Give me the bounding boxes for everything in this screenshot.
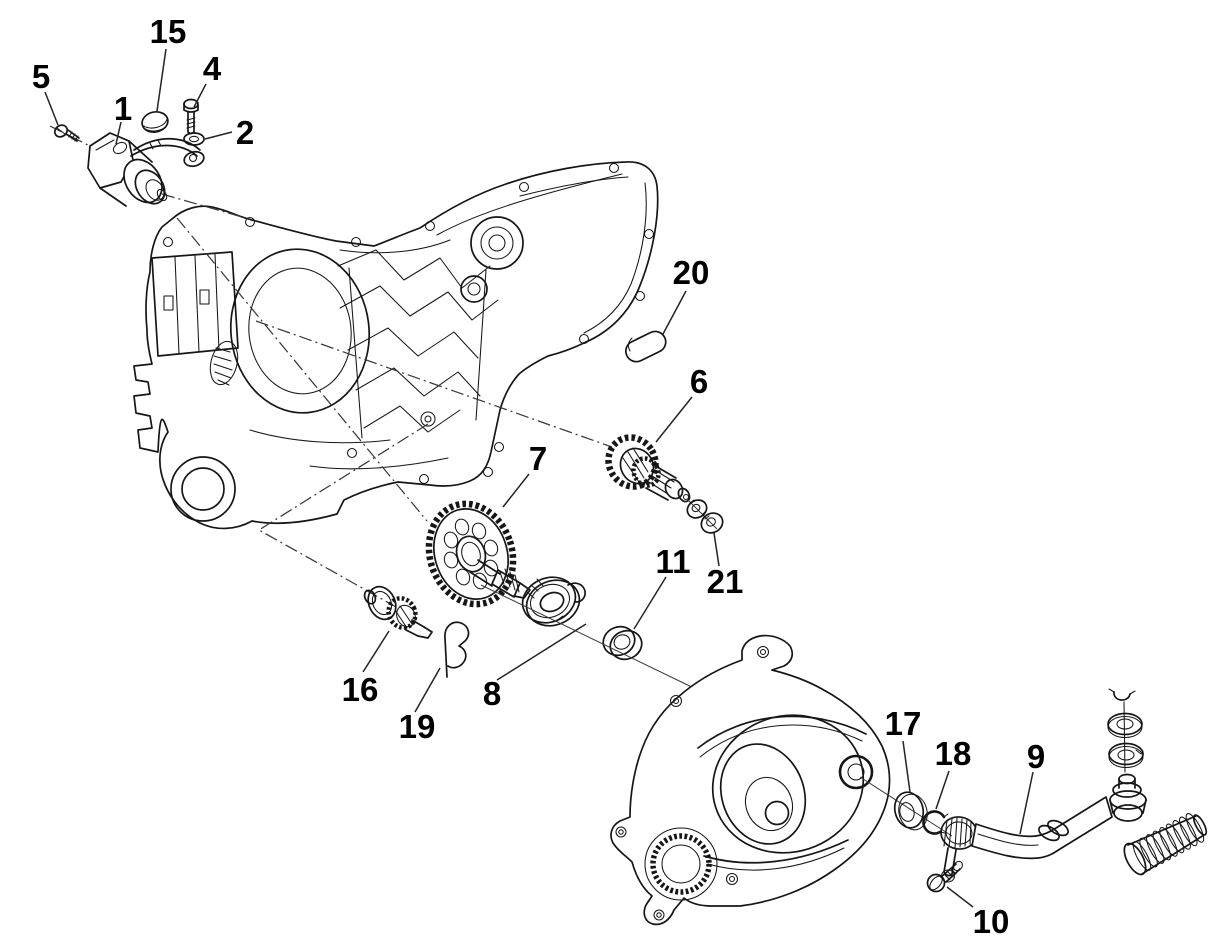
motor-cable [133,137,201,151]
callout-11: 11 [656,543,691,580]
cover-opening [644,827,718,901]
callout-9: 9 [1027,738,1045,775]
axis-cover-lever [859,776,953,837]
bolt-holes [162,162,655,485]
flywheel-cover-drawing [610,634,891,926]
bushing-drawing [602,625,643,661]
callout-8: 8 [483,675,501,712]
callout-5: 5 [32,58,50,95]
callout-21-leader [713,532,720,567]
callout-18: 18 [935,735,972,772]
nut-washer-drawing [686,499,724,534]
callout-18-leader [935,770,950,810]
callout-20-leader [662,290,687,335]
return-spring-drawing [521,576,586,627]
callout-1: 1 [114,90,132,127]
spline-hatch [943,817,972,849]
pedal-fasteners-drawing [1107,688,1144,773]
washer-17-drawing [893,791,928,831]
callout-7: 7 [529,440,547,477]
spring-tang [567,582,586,603]
callout-11-leader [633,576,667,630]
callout-2: 2 [236,114,254,151]
callout-leaders [44,48,1034,908]
callout-7-leader [502,473,530,508]
pedal-rubber-drawing [1123,813,1208,876]
callout-6: 6 [690,363,708,400]
cooling-fins [151,251,239,357]
kickstart-shaft-boss [838,754,874,790]
callout-9-leader [1019,771,1034,835]
pedal-clip [1113,691,1131,701]
axis-case-gear6 [255,320,613,448]
gear-lightening-holes [443,518,499,590]
callout-20: 20 [673,254,710,291]
callout-10: 10 [973,903,1010,940]
rib-lattice [337,249,499,439]
key-plug-drawing [624,330,667,363]
callout-10-leader [946,886,974,908]
wire-clip-drawing [444,621,470,678]
cable-eyelet [183,150,205,168]
callout-17-leader [902,740,911,793]
callout-17: 17 [885,705,922,742]
pedal-washer [1107,712,1143,736]
cover-bolt-holes [615,645,770,921]
callout-8-leader [496,623,587,681]
callout-5-leader [44,91,59,126]
axis-gear6-nut21 [686,498,718,530]
rubber-cap-15-drawing [141,111,169,133]
starter-motor-drawing [87,132,205,207]
callout-2-leader [204,131,233,140]
axis-gear7-cover [480,584,701,692]
pinch-bolt-drawing [926,860,963,893]
crankcase-drawing [133,161,659,530]
callout-4-leader [193,83,207,108]
axis-motor-gear7 [176,217,428,522]
pinion-gear-drawing [605,434,691,503]
callout-19: 19 [399,708,436,745]
callout-labels: 1 2 4 5 6 7 8 9 10 11 15 16 17 18 19 20 … [32,13,1045,940]
driven-gear-drawing [425,500,531,608]
bolt-4-drawing [183,98,199,135]
callout-21: 21 [707,563,744,600]
kickstart-lever-drawing [940,773,1147,883]
callout-1-leader [115,121,122,145]
motor-shaft [156,188,168,202]
callout-19-leader [414,667,441,713]
mount-boss [170,456,236,522]
lever-tube [971,796,1113,860]
callout-15: 15 [150,13,187,50]
screw-5-drawing [53,124,80,142]
cylinder-opening [229,248,371,414]
pedal-spring-washer [1108,742,1144,766]
callout-16: 16 [342,671,379,708]
axis-motor-case [161,193,243,218]
washer-2-drawing [183,132,205,146]
callout-15-leader [156,48,167,112]
callout-6-leader [655,396,693,443]
axis-case-gear16 [257,423,429,608]
callout-4: 4 [203,50,222,87]
idler-gear-drawing [363,585,433,639]
callout-16-leader [362,630,390,673]
